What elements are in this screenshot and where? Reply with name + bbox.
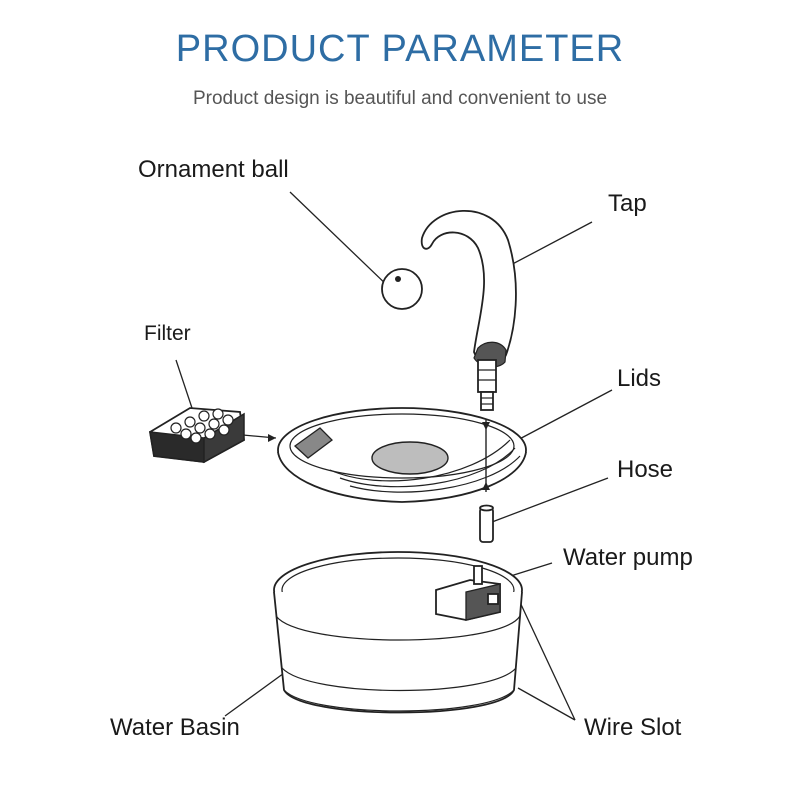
- water-pump-part: [435, 565, 501, 621]
- label-wire-slot: Wire Slot: [584, 714, 682, 741]
- page-subtitle: Product design is beautiful and convenie…: [192, 88, 608, 109]
- filter-part: [149, 407, 245, 464]
- leader-ornament-ball: [289, 191, 393, 291]
- page-title: PRODUCT PARAMETER: [175, 28, 625, 70]
- leader-wire-slot-2: [517, 687, 576, 721]
- leader-lids: [511, 389, 613, 444]
- label-water-pump: Water pump: [563, 544, 693, 571]
- label-tap: Tap: [608, 190, 647, 217]
- label-hose: Hose: [617, 456, 674, 483]
- lids-part: [277, 407, 527, 503]
- leader-hose: [491, 477, 609, 523]
- leader-filter: [175, 359, 193, 409]
- leader-tap: [504, 221, 593, 269]
- tap-part: [420, 209, 517, 411]
- leader-wire-slot-1: [517, 597, 576, 721]
- ornament-ball-part: [381, 268, 423, 310]
- hose-part: [479, 504, 494, 543]
- label-ornament-ball: Ornament ball: [138, 156, 289, 183]
- water-basin-part: [273, 551, 523, 714]
- label-water-basin: Water Basin: [110, 714, 240, 741]
- filter-arrow-head: [268, 434, 276, 442]
- label-lids: Lids: [617, 365, 662, 392]
- label-filter: Filter: [144, 322, 191, 345]
